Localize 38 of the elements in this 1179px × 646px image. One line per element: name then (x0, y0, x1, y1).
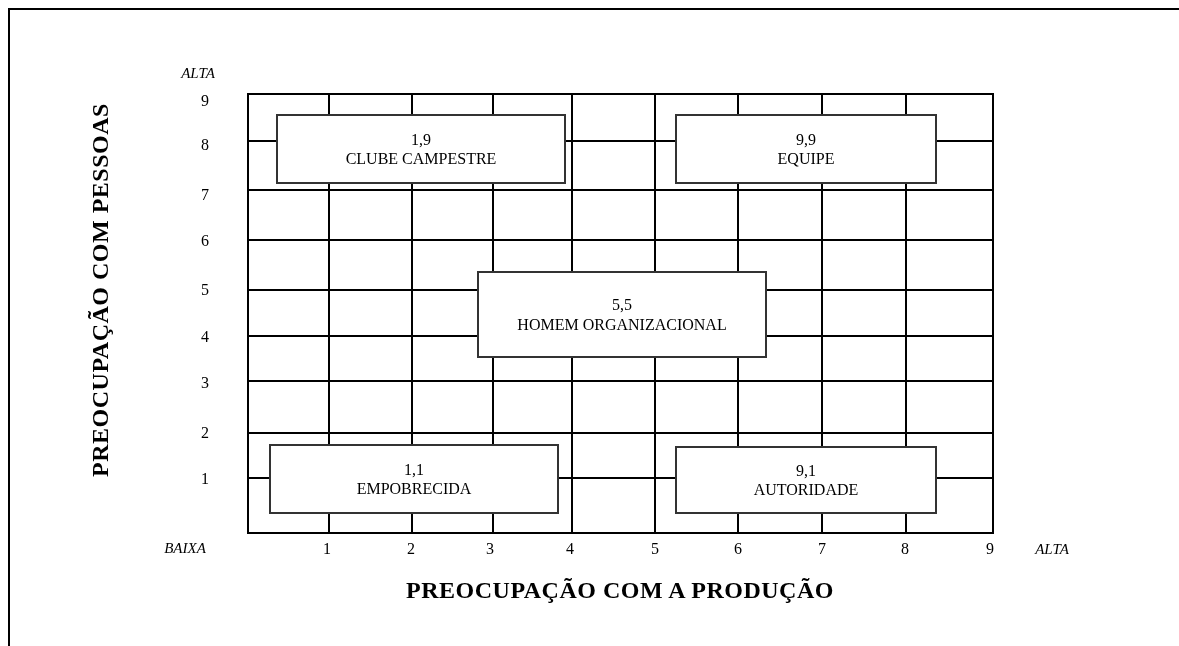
tick-label: 6 (734, 540, 742, 558)
grid-coordinate: 1,9 (411, 129, 431, 149)
axis-end-label: ALTA (181, 64, 215, 82)
grid-coordinate: 9,9 (796, 129, 816, 149)
axis-end-label: BAIXA (164, 539, 206, 557)
style-box (477, 271, 767, 358)
style-box (675, 114, 937, 184)
tick-label: 4 (201, 328, 209, 346)
axis-end-label: ALTA (1035, 540, 1069, 558)
style-box (269, 444, 559, 514)
tick-label: 6 (201, 232, 209, 250)
tick-label: 5 (201, 281, 209, 299)
tick-label: 3 (486, 540, 494, 558)
tick-label: 4 (566, 540, 574, 558)
style-box (276, 114, 566, 184)
style-box (675, 446, 937, 514)
tick-label: 5 (651, 540, 659, 558)
tick-label: 2 (407, 540, 415, 558)
tick-label: 9 (986, 540, 994, 558)
tick-label: 7 (818, 540, 826, 558)
tick-label: 2 (201, 424, 209, 442)
style-name: AUTORIDADE (753, 480, 859, 500)
axis-title: PREOCUPAÇÃO COM PESSOAS (86, 103, 114, 477)
grid-coordinate: 9,1 (796, 460, 816, 480)
tick-label: 9 (201, 92, 209, 110)
style-name: EMPOBRECIDA (356, 479, 472, 499)
tick-label: 1 (323, 540, 331, 558)
style-name: HOMEM ORGANIZACIONAL (517, 314, 727, 334)
grid-coordinate: 5,5 (612, 295, 632, 315)
style-name: CLUBE CAMPESTRE (345, 149, 497, 169)
tick-label: 1 (201, 470, 209, 488)
tick-label: 8 (201, 136, 209, 154)
tick-label: 8 (901, 540, 909, 558)
tick-label: 3 (201, 374, 209, 392)
axis-title: PREOCUPAÇÃO COM A PRODUÇÃO (406, 576, 834, 604)
grid-coordinate: 1,1 (404, 459, 424, 479)
style-name: EQUIPE (777, 149, 835, 169)
tick-label: 7 (201, 186, 209, 204)
